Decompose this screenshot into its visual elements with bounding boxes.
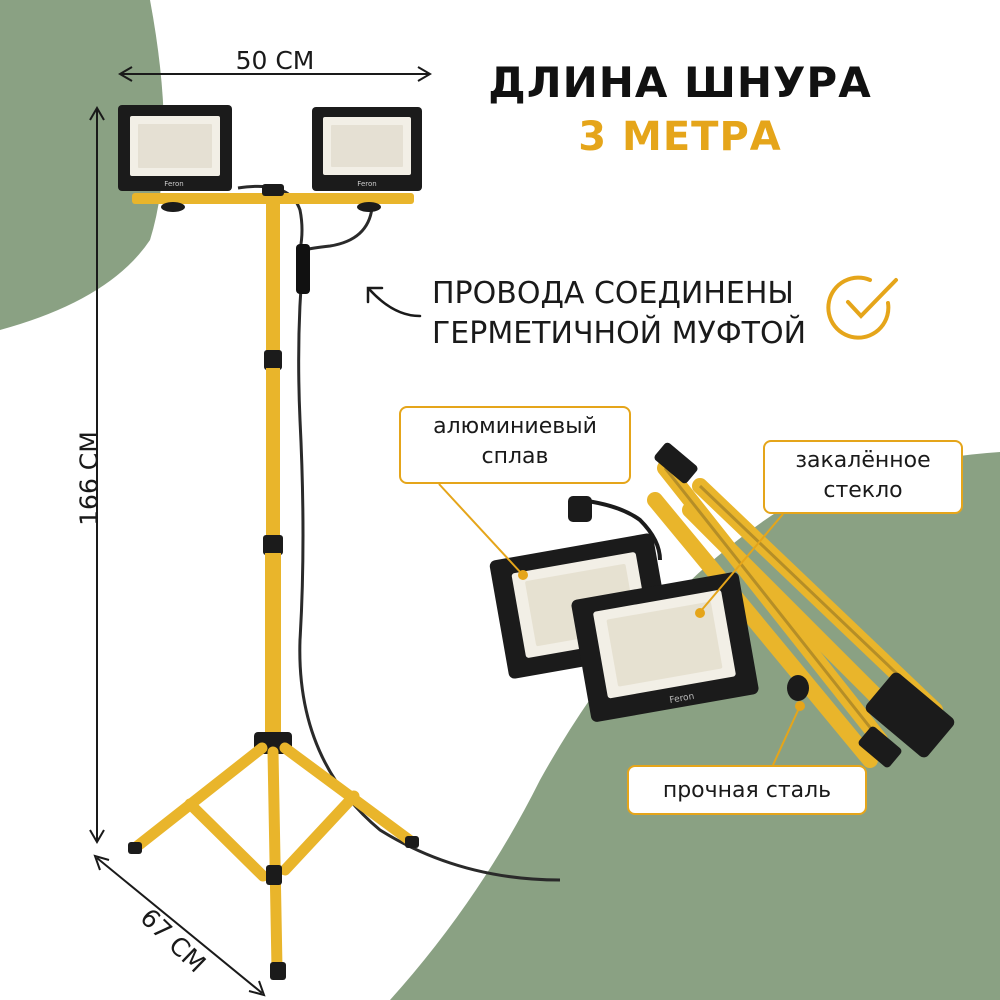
feature-line-1: ПРОВОДА СОЕДИНЕНЫ [432, 276, 794, 311]
crossbar [132, 193, 414, 204]
pole-middle [266, 368, 280, 538]
pole-lower [265, 553, 281, 738]
width-dimension-label: 50 CM [235, 46, 315, 75]
pole-upper [266, 200, 280, 360]
svg-text:Feron: Feron [357, 180, 376, 188]
sealed-coupling-feature: ПРОВОДА СОЕДИНЕНЫ ГЕРМЕТИЧНОЙ МУФТОЙ [432, 274, 842, 354]
cord-coupling [296, 244, 310, 294]
sage-blob-top-left [0, 0, 164, 330]
floodlight-right: Feron [312, 107, 422, 191]
check-circle-icon [826, 275, 898, 340]
svg-text:Feron: Feron [669, 692, 695, 706]
power-cord [297, 249, 561, 882]
feature-line-2: ГЕРМЕТИЧНОЙ МУФТОЙ [432, 316, 807, 351]
floodlight-front: Feron [571, 572, 759, 722]
height-dimension-label: 166 CM [74, 431, 104, 526]
callout-tempered-glass: закалённое стекло [763, 440, 963, 514]
cord-length-title: ДЛИНА ШНУРА [488, 58, 872, 107]
callout-aluminum-line-2: сплав [481, 444, 549, 469]
dimension-arrows [89, 66, 432, 997]
lock-knob [787, 675, 809, 701]
cord-length-value: 3 МЕТРА [578, 114, 782, 160]
callout-strong-steel: прочная сталь [627, 765, 867, 815]
callout-aluminum-alloy: алюминиевый сплав [399, 406, 631, 484]
callout-glass-line-1: закалённое [795, 448, 931, 473]
sage-blob-bottom-right [390, 452, 1000, 1000]
svg-text:Feron: Feron [164, 180, 183, 188]
power-plug [568, 496, 592, 522]
curved-arrow-icon [366, 286, 422, 318]
callout-glass-line-2: стекло [823, 478, 903, 503]
floodlight-left: Feron [118, 105, 232, 191]
tripod-legs [129, 742, 418, 974]
callout-aluminum-line-1: алюминиевый [433, 414, 597, 439]
